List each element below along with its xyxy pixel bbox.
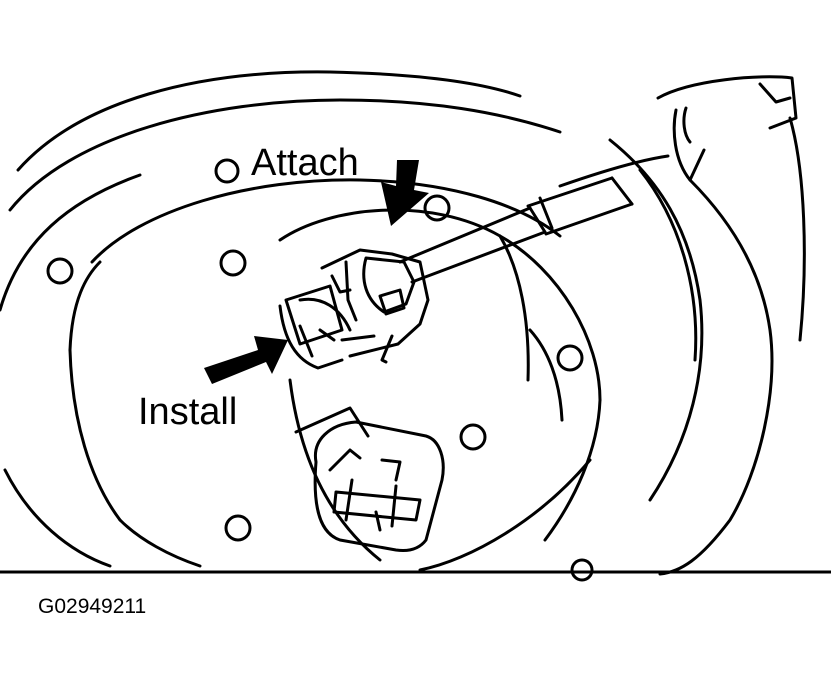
connector-assembly [278, 248, 430, 370]
pump-cylinder [278, 208, 602, 562]
install-arrow [204, 336, 288, 384]
bolt-holes [46, 106, 692, 582]
right-bracket [656, 75, 806, 576]
attach-arrow [381, 160, 429, 226]
figure-id-label: G02949211 [38, 595, 147, 618]
housing-outer-arcs [0, 70, 704, 568]
wire-harness [398, 154, 670, 284]
install-callout-label: Install [138, 391, 238, 433]
flange-plate [68, 178, 592, 572]
attach-callout-label: Attach [251, 142, 359, 184]
electrical-connector [294, 406, 445, 552]
